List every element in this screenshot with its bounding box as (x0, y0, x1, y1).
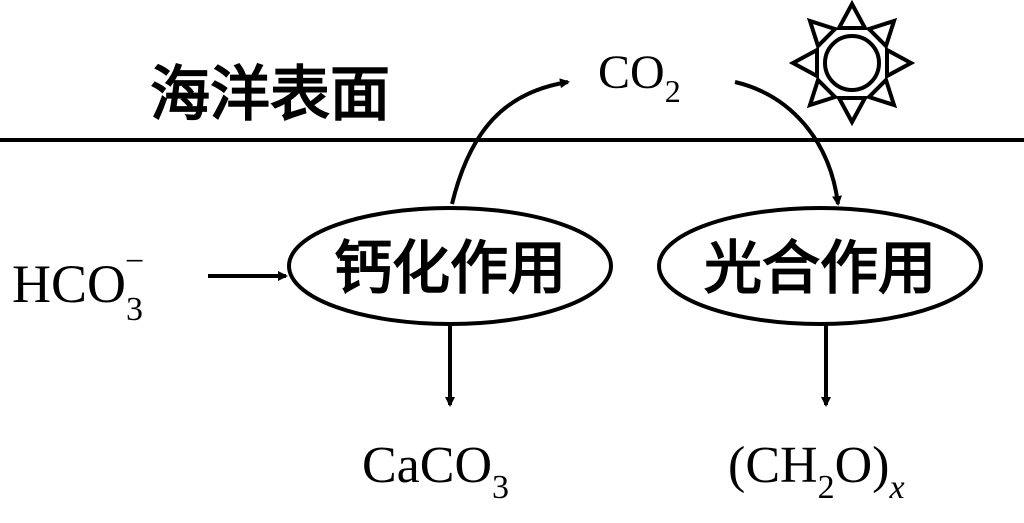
bicarbonate-label: HCO3− (12, 243, 144, 328)
arrow-co2-to-photosynthesis (734, 80, 842, 206)
arrow-calcification-to-co2 (450, 78, 570, 205)
ocean-surface-label: 海洋表面 (150, 60, 390, 130)
calcium-carbonate-label: CaCO3 (362, 437, 509, 506)
calcification-label: 钙化作用 (334, 234, 566, 302)
photosynthesis-label: 光合作用 (704, 234, 936, 302)
photosynthesis-node (657, 206, 983, 326)
co2-label: CO2 (598, 46, 681, 109)
sun-icon (788, 0, 916, 127)
carbohydrate-label: (CH2O)x (728, 437, 905, 506)
